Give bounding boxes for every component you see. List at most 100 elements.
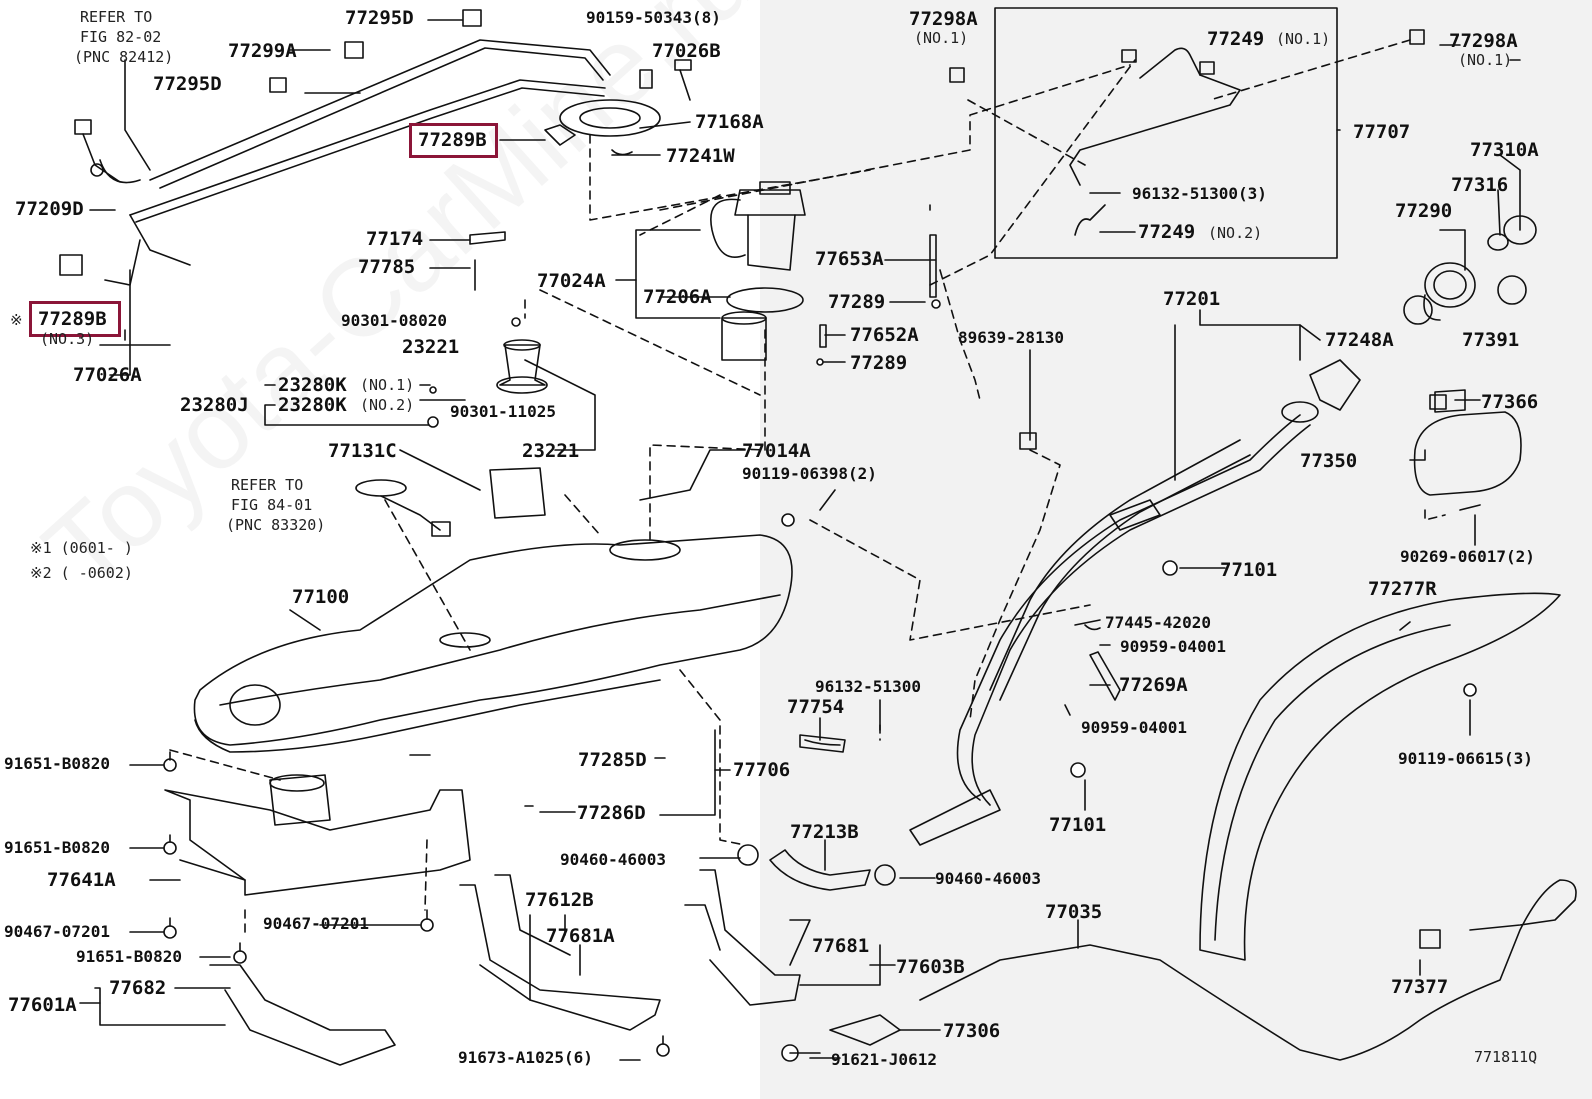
part-label-23280K-2[interactable]: 23280K bbox=[278, 394, 347, 416]
right-panel-background bbox=[760, 0, 1592, 1099]
connector-lines bbox=[169, 39, 1446, 936]
part-label-77035[interactable]: 77035 bbox=[1045, 901, 1103, 923]
part-label-77681[interactable]: 77681 bbox=[812, 935, 870, 957]
part-label-77213B[interactable]: 77213B bbox=[790, 821, 859, 843]
part-label-77277R[interactable]: 77277R bbox=[1368, 578, 1437, 600]
refer-note-line3: (PNC 82412) bbox=[74, 48, 174, 66]
part-label-77366[interactable]: 77366 bbox=[1481, 391, 1539, 413]
part-label-77286D[interactable]: 77286D bbox=[577, 802, 646, 824]
part-label-77299A[interactable]: 77299A bbox=[228, 40, 297, 62]
part-label-77612B[interactable]: 77612B bbox=[525, 889, 594, 911]
part-label-77285D[interactable]: 77285D bbox=[578, 749, 647, 771]
release-cable bbox=[919, 879, 1577, 1061]
part-label-77249-1[interactable]: 77249 bbox=[1207, 28, 1265, 50]
fuel-door bbox=[1413, 389, 1522, 511]
part-label-77603B[interactable]: 77603B bbox=[896, 956, 965, 978]
part-label-77298A-b[interactable]: 77298A bbox=[1449, 30, 1518, 52]
part-label-77601A[interactable]: 77601A bbox=[8, 994, 77, 1016]
part-label-90460-46003-a[interactable]: 90460-46003 bbox=[560, 850, 666, 869]
part-label-77269A[interactable]: 77269A bbox=[1119, 674, 1188, 696]
part-label-77249-2[interactable]: 77249 bbox=[1138, 221, 1196, 243]
part-label-77101-b[interactable]: 77101 bbox=[1049, 814, 1107, 836]
part-label-77101-a[interactable]: 77101 bbox=[1220, 559, 1278, 581]
part-label-23280K-2-sub: (NO.2) bbox=[360, 396, 415, 414]
part-label-91651-B0820-a[interactable]: 91651-B0820 bbox=[4, 754, 110, 773]
part-label-90460-46003-b[interactable]: 90460-46003 bbox=[935, 869, 1041, 888]
part-label-77024A[interactable]: 77024A bbox=[537, 270, 606, 292]
part-label-77706[interactable]: 77706 bbox=[733, 759, 791, 781]
part-label-77100[interactable]: 77100 bbox=[292, 586, 350, 608]
part-label-91673-A1025[interactable]: 91673-A1025(6) bbox=[458, 1048, 593, 1067]
part-label-77785[interactable]: 77785 bbox=[358, 256, 416, 278]
date-note-2: ※2 ( -0602) bbox=[30, 564, 133, 582]
fuel-sender bbox=[355, 467, 546, 537]
part-label-90959-04001-b[interactable]: 90959-04001 bbox=[1081, 718, 1187, 737]
part-label-23280J[interactable]: 23280J bbox=[180, 394, 249, 416]
part-label-90269-06017[interactable]: 90269-06017(2) bbox=[1400, 547, 1535, 566]
part-label-77295D-a[interactable]: 77295D bbox=[345, 7, 414, 29]
part-label-23221-a[interactable]: 23221 bbox=[402, 336, 460, 358]
clips bbox=[59, 9, 1447, 756]
part-label-77391[interactable]: 77391 bbox=[1462, 329, 1520, 351]
part-label-77681A[interactable]: 77681A bbox=[546, 925, 615, 947]
part-label-23221-b[interactable]: 23221 bbox=[522, 440, 580, 462]
star-marker: ※ bbox=[10, 311, 23, 329]
part-label-77652A[interactable]: 77652A bbox=[850, 324, 919, 346]
part-label-91651-B0820-b[interactable]: 91651-B0820 bbox=[4, 838, 110, 857]
part-label-89639-28130[interactable]: 89639-28130 bbox=[958, 328, 1064, 347]
part-label-77295D-b[interactable]: 77295D bbox=[153, 73, 222, 95]
part-label-77289B-left[interactable]: 77289B bbox=[38, 308, 107, 330]
part-label-90959-04001-a[interactable]: 90959-04001 bbox=[1120, 637, 1226, 656]
part-label-77026B[interactable]: 77026B bbox=[652, 40, 721, 62]
part-label-77707[interactable]: 77707 bbox=[1353, 121, 1411, 143]
part-label-77377[interactable]: 77377 bbox=[1391, 976, 1449, 998]
part-label-77206A[interactable]: 77206A bbox=[643, 286, 712, 308]
cable-bracket bbox=[789, 1014, 901, 1054]
part-label-77168A[interactable]: 77168A bbox=[695, 111, 764, 133]
part-label-90301-08020[interactable]: 90301-08020 bbox=[341, 311, 447, 330]
part-label-77241W[interactable]: 77241W bbox=[666, 145, 735, 167]
fasteners bbox=[163, 299, 1477, 1062]
part-label-77289B-left-sub: (NO.3) bbox=[40, 330, 95, 348]
fuel-filter bbox=[496, 339, 548, 394]
part-label-96132-51300-3[interactable]: 96132-51300(3) bbox=[1132, 184, 1267, 203]
leader-lines bbox=[79, 19, 1521, 1061]
part-label-77290[interactable]: 77290 bbox=[1395, 200, 1453, 222]
part-label-77350[interactable]: 77350 bbox=[1300, 450, 1358, 472]
date-note-1: ※1 (0601- ) bbox=[30, 539, 133, 557]
part-label-91651-B0820-c[interactable]: 91651-B0820 bbox=[76, 947, 182, 966]
part-label-77754[interactable]: 77754 bbox=[787, 696, 845, 718]
part-label-77289-a[interactable]: 77289 bbox=[828, 291, 886, 313]
part-label-77248A[interactable]: 77248A bbox=[1325, 329, 1394, 351]
highlight-box-77289B-left bbox=[29, 301, 121, 337]
part-label-90467-07201-b[interactable]: 90467-07201 bbox=[263, 914, 369, 933]
part-label-77316[interactable]: 77316 bbox=[1451, 174, 1509, 196]
part-label-77209D[interactable]: 77209D bbox=[15, 198, 84, 220]
part-label-77026A[interactable]: 77026A bbox=[73, 364, 142, 386]
part-label-77298A-a[interactable]: 77298A bbox=[909, 8, 978, 30]
part-label-90119-06615[interactable]: 90119-06615(3) bbox=[1398, 749, 1533, 768]
part-label-77289-b[interactable]: 77289 bbox=[850, 352, 908, 374]
part-label-77310A[interactable]: 77310A bbox=[1470, 139, 1539, 161]
fuel-pump-module bbox=[710, 181, 806, 361]
part-label-77289B-top[interactable]: 77289B bbox=[418, 129, 487, 151]
fuel-tank bbox=[193, 534, 793, 753]
part-label-90119-06398[interactable]: 90119-06398(2) bbox=[742, 464, 877, 483]
part-label-77174[interactable]: 77174 bbox=[366, 228, 424, 250]
part-label-77306[interactable]: 77306 bbox=[943, 1020, 1001, 1042]
part-label-91621-J0612[interactable]: 91621-J0612 bbox=[831, 1050, 937, 1069]
vent-hoses bbox=[1069, 47, 1241, 236]
part-label-77201[interactable]: 77201 bbox=[1163, 288, 1221, 310]
part-label-96132-51300[interactable]: 96132-51300 bbox=[815, 677, 921, 696]
part-label-77445-42020[interactable]: 77445-42020 bbox=[1105, 613, 1211, 632]
part-label-90159-50343[interactable]: 90159-50343(8) bbox=[586, 8, 721, 27]
part-label-77014A[interactable]: 77014A bbox=[742, 440, 811, 462]
part-label-90467-07201-a[interactable]: 90467-07201 bbox=[4, 922, 110, 941]
part-label-77682[interactable]: 77682 bbox=[109, 977, 167, 999]
pump-flange bbox=[544, 59, 692, 156]
part-label-77641A[interactable]: 77641A bbox=[47, 869, 116, 891]
part-label-90301-11025[interactable]: 90301-11025 bbox=[450, 402, 556, 421]
part-label-77131C[interactable]: 77131C bbox=[328, 440, 397, 462]
part-label-77653A[interactable]: 77653A bbox=[815, 248, 884, 270]
part-label-23280K-1[interactable]: 23280K bbox=[278, 374, 347, 396]
